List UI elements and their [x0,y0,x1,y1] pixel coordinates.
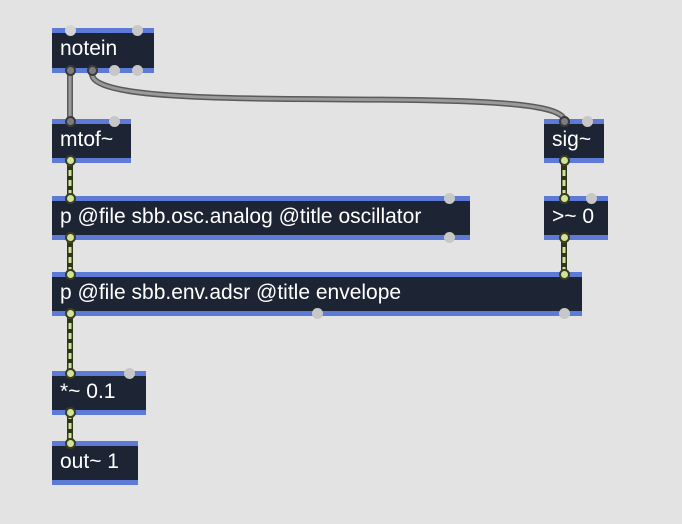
multiply-object[interactable]: *~ 0.1 [52,368,146,418]
mtof-object[interactable]: mtof~ [52,116,131,166]
mtof-inlet[interactable] [65,116,76,127]
sig-outlet[interactable] [559,155,570,166]
notein-outlet-3[interactable] [109,65,120,76]
greater-than-outlet[interactable] [559,232,570,243]
multiply-label: *~ 0.1 [60,380,116,403]
multiply-outlet[interactable] [65,407,76,418]
envelope-outlet-2[interactable] [312,308,323,319]
envelope-inlet-audio[interactable] [65,269,76,280]
greater-than-inlet-2[interactable] [586,193,597,204]
envelope-outlet-3[interactable] [559,308,570,319]
notein-outlet-4[interactable] [132,65,143,76]
oscillator-subpatch[interactable]: p @file sbb.osc.analog @title oscillator [52,193,470,243]
envelope-subpatch[interactable]: p @file sbb.env.adsr @title envelope [52,269,582,319]
mtof-inlet-2[interactable] [109,116,120,127]
oscillator-outlet-2[interactable] [444,232,455,243]
notein-outlet-pitch[interactable] [65,65,76,76]
envelope-outlet[interactable] [65,308,76,319]
sig-label: sig~ [552,128,592,151]
greater-than-object[interactable]: >~ 0 [544,193,608,243]
oscillator-label: p @file sbb.osc.analog @title oscillator [60,205,422,228]
multiply-inlet[interactable] [65,368,76,379]
oscillator-inlet-2[interactable] [444,193,455,204]
notein-inlet-2[interactable] [132,25,143,36]
notein-object[interactable]: notein [52,25,154,76]
oscillator-outlet[interactable] [65,232,76,243]
out-inlet[interactable] [65,438,76,449]
notein-outlet-velocity[interactable] [87,65,98,76]
greater-than-inlet[interactable] [559,193,570,204]
greater-than-label: >~ 0 [552,205,595,228]
sig-inlet[interactable] [559,116,570,127]
sig-object[interactable]: sig~ [544,116,604,166]
out-object[interactable]: out~ 1 [52,438,138,485]
notein-label: notein [60,37,118,60]
sig-inlet-2[interactable] [582,116,593,127]
multiply-inlet-2[interactable] [124,368,135,379]
notein-inlet[interactable] [65,25,76,36]
out-label: out~ 1 [60,450,119,473]
envelope-label: p @file sbb.env.adsr @title envelope [60,281,402,304]
cord-notein-sig [89,72,567,122]
mtof-label: mtof~ [60,128,114,151]
mtof-outlet[interactable] [65,155,76,166]
envelope-inlet-gate[interactable] [559,269,570,280]
oscillator-inlet[interactable] [65,193,76,204]
